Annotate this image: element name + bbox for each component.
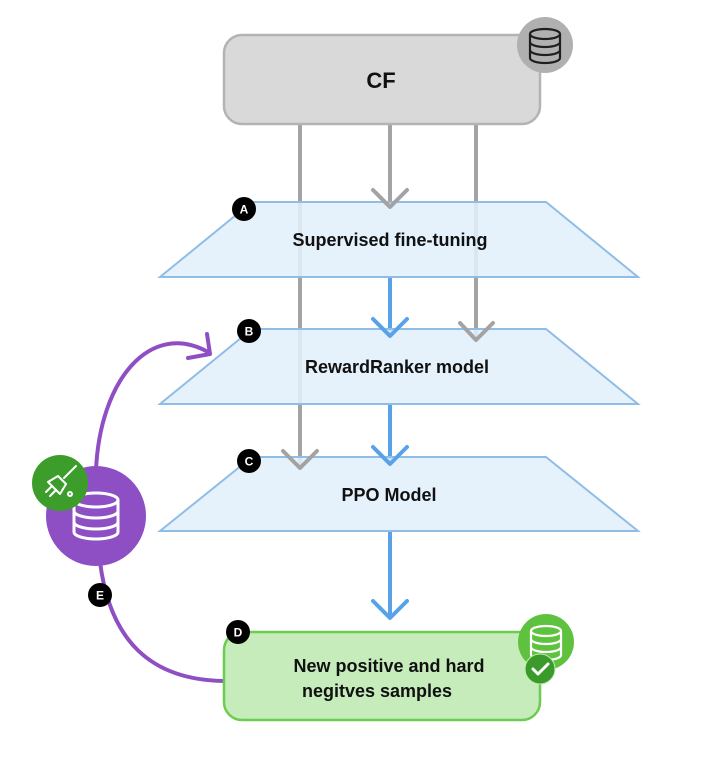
badge-d bbox=[226, 620, 250, 644]
database-icon bbox=[517, 17, 573, 73]
badge-a-text: A bbox=[240, 203, 249, 217]
badge-e-text: E bbox=[96, 589, 104, 603]
ppo-shape bbox=[157, 456, 641, 532]
badge-b bbox=[237, 319, 261, 343]
arrowhead-ppo-to-samples bbox=[371, 599, 409, 620]
arrowhead-cf-to-reward bbox=[458, 321, 495, 342]
check-icon bbox=[524, 653, 556, 685]
reward-shape bbox=[157, 328, 641, 405]
arrowhead-cf-to-ppo bbox=[281, 449, 319, 470]
stage-ppo[interactable]: PPO Model C bbox=[157, 449, 641, 532]
reward-label: RewardRanker model bbox=[305, 357, 489, 377]
sft-shape bbox=[157, 201, 641, 278]
cf-box bbox=[222, 33, 542, 126]
node-cf[interactable]: CF bbox=[222, 17, 573, 126]
samples-label-line2: negitves samples bbox=[302, 681, 452, 701]
samples-to-cleaning-curve bbox=[98, 560, 226, 683]
arrowhead-sft-to-reward bbox=[371, 317, 409, 338]
badge-e bbox=[88, 583, 112, 607]
feedback-arrowhead bbox=[186, 332, 212, 360]
ppo-label: PPO Model bbox=[341, 485, 436, 505]
feedback-to-reward-curve bbox=[94, 341, 210, 472]
cf-label: CF bbox=[366, 68, 395, 93]
badge-a bbox=[232, 197, 256, 221]
sft-label: Supervised fine-tuning bbox=[292, 230, 487, 250]
badge-c bbox=[237, 449, 261, 473]
badge-b-text: B bbox=[245, 325, 254, 339]
stage-reward[interactable]: RewardRanker model B bbox=[157, 319, 641, 405]
database-icon bbox=[72, 491, 120, 541]
badge-c-text: C bbox=[245, 455, 254, 469]
stage-sft[interactable]: Supervised fine-tuning A bbox=[157, 197, 641, 278]
arrowhead-reward-to-ppo bbox=[371, 445, 409, 466]
samples-box bbox=[222, 630, 542, 722]
badge-d-text: D bbox=[234, 626, 243, 640]
arrowhead-cf-to-sft bbox=[371, 188, 409, 209]
node-cleaning[interactable]: E bbox=[32, 455, 146, 607]
arrowheads bbox=[281, 188, 495, 620]
broom-icon bbox=[32, 455, 88, 511]
node-samples[interactable]: New positive and hard negitves samples D bbox=[222, 614, 574, 722]
samples-label-line1: New positive and hard bbox=[293, 656, 484, 676]
